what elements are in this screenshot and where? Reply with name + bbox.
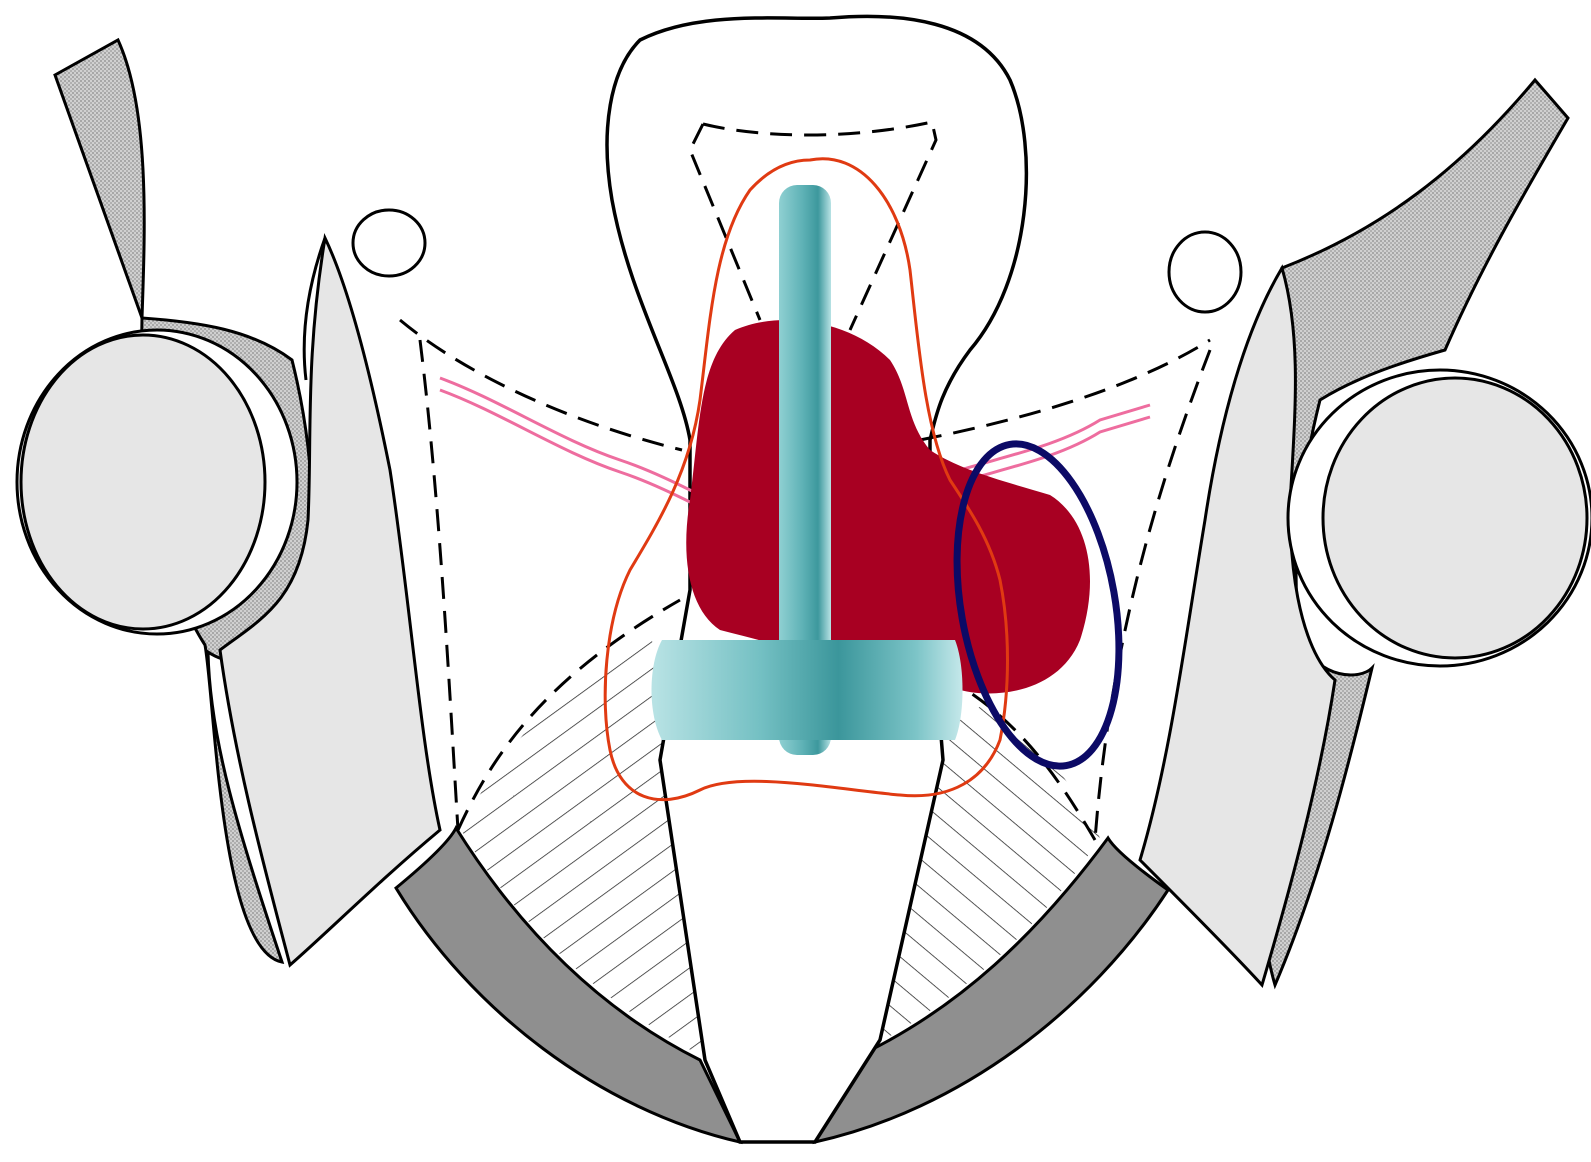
device-plate <box>652 640 963 740</box>
right-femoral-head <box>1288 370 1591 666</box>
left-small-circle <box>353 210 425 276</box>
left-femoral-head <box>17 330 297 634</box>
right-small-circle <box>1169 232 1241 312</box>
